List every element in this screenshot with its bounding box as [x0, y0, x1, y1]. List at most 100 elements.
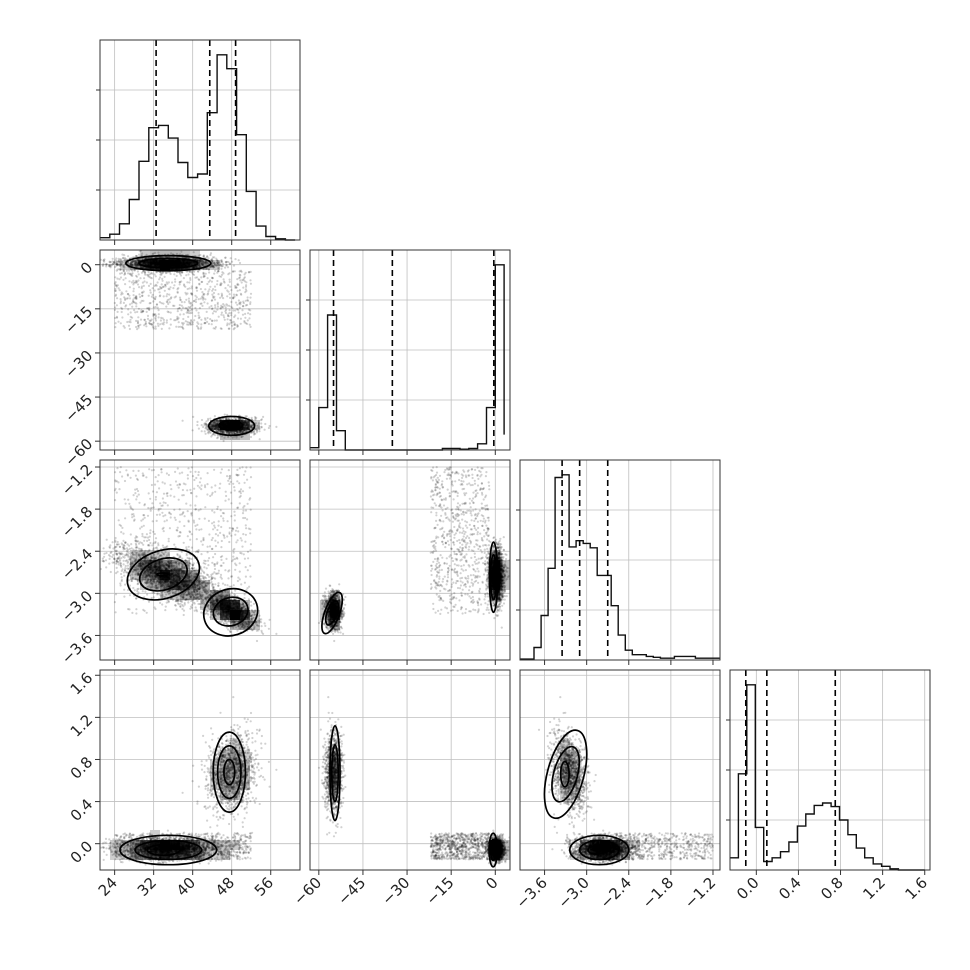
sample-point	[155, 303, 158, 306]
sample-point	[117, 263, 120, 266]
sample-point	[152, 259, 155, 262]
sample-point	[224, 256, 227, 259]
sample-point	[127, 262, 130, 265]
sample-point	[153, 313, 156, 316]
sample-point	[117, 260, 120, 263]
sample-point	[158, 262, 161, 265]
sample-point	[129, 311, 132, 314]
sample-point	[151, 263, 154, 266]
sample-point	[213, 425, 216, 428]
sample-point	[227, 284, 230, 287]
sample-point	[162, 263, 165, 266]
sample-point	[131, 300, 135, 303]
sample-point	[191, 262, 194, 265]
sample-point	[238, 429, 242, 432]
sample-point	[104, 263, 108, 266]
sample-point	[161, 264, 164, 267]
sample-point	[178, 271, 181, 274]
sample-point	[148, 322, 151, 325]
sample-point	[153, 261, 156, 264]
sample-point	[166, 264, 169, 267]
sample-point	[182, 262, 185, 265]
sample-point	[131, 305, 134, 308]
sample-point	[178, 307, 181, 310]
sample-point	[219, 265, 223, 268]
sample-point	[240, 293, 243, 296]
sample-point	[137, 264, 141, 267]
sample-point	[176, 271, 179, 274]
sample-point	[155, 271, 158, 274]
sample-point	[191, 266, 194, 269]
sample-point	[157, 263, 160, 266]
sample-point	[149, 264, 153, 267]
sample-point	[169, 318, 172, 321]
sample-point	[229, 423, 232, 426]
sample-point	[131, 264, 134, 267]
sample-point	[216, 423, 219, 426]
sample-point	[177, 287, 180, 290]
sample-point	[239, 428, 242, 431]
sample-point	[167, 264, 170, 267]
sample-point	[178, 259, 181, 262]
sample-point	[150, 261, 153, 264]
sample-point	[118, 260, 121, 264]
sample-point	[232, 423, 235, 426]
sample-point	[177, 325, 180, 328]
sample-point	[195, 289, 199, 292]
sample-point	[198, 258, 201, 261]
sample-point	[236, 424, 239, 428]
sample-point	[150, 323, 153, 326]
sample-point	[226, 322, 229, 325]
sample-point	[194, 314, 197, 318]
sample-point	[153, 263, 156, 266]
sample-point	[176, 529, 179, 532]
sample-point	[154, 261, 157, 264]
sample-point	[182, 263, 185, 266]
sample-point	[140, 271, 144, 274]
sample-point	[181, 263, 184, 266]
sample-point	[134, 260, 137, 263]
density-cell	[230, 420, 240, 430]
sample-point	[257, 422, 260, 425]
sample-point	[148, 275, 151, 278]
sample-point	[241, 428, 244, 431]
sample-point	[177, 261, 180, 264]
sample-point	[221, 423, 224, 426]
sample-point	[227, 425, 230, 428]
sample-point	[109, 264, 112, 267]
sample-point	[130, 274, 133, 277]
sample-point	[144, 261, 147, 264]
sample-point	[122, 264, 125, 268]
sample-point	[202, 292, 205, 296]
sample-point	[157, 260, 160, 263]
sample-point	[189, 270, 192, 273]
sample-point	[247, 425, 250, 428]
sample-point	[173, 264, 176, 267]
sample-point	[163, 275, 166, 278]
sample-point	[145, 253, 148, 256]
sample-point	[169, 261, 173, 264]
sample-point	[190, 301, 193, 304]
sample-point	[168, 260, 171, 263]
sample-point	[133, 263, 136, 266]
sample-point	[144, 273, 147, 276]
sample-point	[233, 422, 236, 425]
sample-point	[157, 262, 160, 265]
sample-point	[226, 425, 229, 428]
sample-point	[163, 261, 166, 264]
sample-point	[111, 260, 114, 263]
sample-point	[198, 282, 201, 285]
sample-point	[184, 263, 187, 266]
sample-point	[180, 304, 183, 307]
sample-point	[158, 262, 162, 265]
sample-point	[235, 293, 238, 296]
sample-point	[158, 261, 161, 264]
sample-point	[230, 425, 233, 428]
sample-point	[112, 261, 116, 264]
sample-point	[231, 422, 234, 425]
sample-point	[171, 261, 174, 264]
sample-point	[242, 302, 245, 305]
sample-point	[163, 263, 166, 266]
sample-point	[241, 278, 244, 281]
